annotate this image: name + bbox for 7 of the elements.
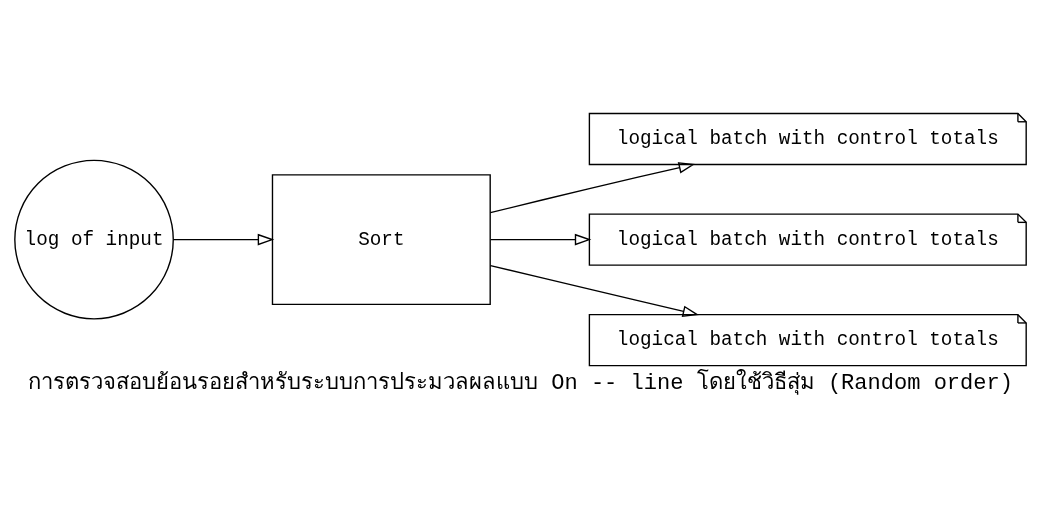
node-box: Sort <box>271 174 491 306</box>
node-circle: log of input <box>14 159 174 320</box>
arrow <box>172 233 275 246</box>
caption: การตรวจสอบย้อนรอยสำหรับระบบการประมวลผลแบบ On -- line โดยใช้วิธีสุ่ม (Random order) <box>28 370 1013 396</box>
arrow <box>489 162 696 214</box>
arrow <box>489 264 700 317</box>
arrow <box>490 233 592 246</box>
